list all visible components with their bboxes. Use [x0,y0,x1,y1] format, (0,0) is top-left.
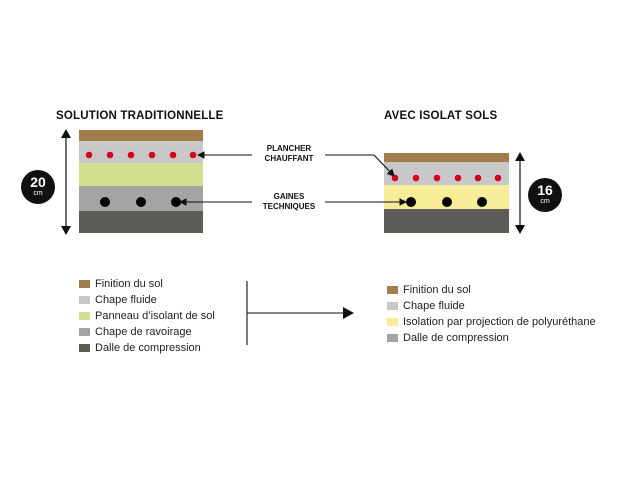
ducts-callout-line2: TECHNIQUES [262,202,316,211]
legend-label: Finition du sol [403,284,471,296]
heating-line-right [325,154,395,177]
right-layer-finition [384,153,509,162]
legend-label: Chape fluide [403,300,465,312]
left-layer-panneau-isolant [79,163,203,186]
legend-item: Dalle de compression [79,340,215,356]
heating-pipe-dot [454,174,462,182]
left-dimension-arrow [61,129,71,235]
left-layer-finition [79,130,203,141]
right-heating-pipes [391,174,502,182]
right-dimension-arrow [515,152,525,234]
right-floor-stack [384,153,509,233]
legend-item: Isolation par projection de polyuréthane [387,314,596,330]
legend-label: Chape de ravoirage [95,326,192,338]
legend-swatch [79,328,90,336]
duct-dot [442,197,452,207]
left-dimension-unit: cm [33,190,43,197]
legend-swatch [79,344,90,352]
legend-swatch [79,280,90,288]
left-title: SOLUTION TRADITIONNELLE [56,110,224,122]
legend-item: Chape fluide [79,292,215,308]
legend-label: Finition du sol [95,278,163,290]
legend-item: Panneau d’isolant de sol [79,308,215,324]
legend-label: Panneau d’isolant de sol [95,310,215,322]
left-ducts [100,197,181,207]
right-layer-chape-fluide [384,162,509,185]
legend-transition-arrow [246,281,354,345]
legend-label: Dalle de compression [95,342,201,354]
legend-item: Chape de ravoirage [79,324,215,340]
right-dimension-unit: cm [540,198,550,205]
right-dimension-value: 16 [537,182,553,198]
heating-pipe-dot [433,174,441,182]
heating-callout-label: PLANCHER CHAUFFANT [252,144,326,164]
heating-pipe-dot [169,151,177,159]
duct-dot [477,197,487,207]
legend-item: Dalle de compression [387,330,596,346]
duct-dot [406,197,416,207]
legend-item: Chape fluide [387,298,596,314]
callout-lines [178,151,408,206]
legend-label: Dalle de compression [403,332,509,344]
legend-swatch [79,312,90,320]
duct-dot [136,197,146,207]
left-dimension-badge: 20 cm [21,170,55,204]
heating-pipe-dot [494,174,502,182]
right-legend: Finition du sol Chape fluide Isolation p… [387,282,596,346]
legend-item: Finition du sol [79,276,215,292]
legend-swatch [387,302,398,310]
legend-label: Isolation par projection de polyuréthane [403,316,596,328]
heating-pipe-dot [412,174,420,182]
heating-pipe-dot [127,151,135,159]
duct-dot [171,197,181,207]
legend-item: Finition du sol [387,282,596,298]
right-ducts [406,197,487,207]
heating-pipe-dot [391,174,399,182]
heating-pipe-dot [189,151,197,159]
legend-swatch [387,286,398,294]
heating-pipe-dot [148,151,156,159]
legend-swatch [79,296,90,304]
left-heating-pipes [85,151,197,159]
ducts-callout-line1: GAINES [273,192,305,201]
heating-pipe-dot [474,174,482,182]
legend-swatch [387,318,398,326]
legend-swatch [387,334,398,342]
left-layer-dalle [79,211,203,233]
legend-label: Chape fluide [95,294,157,306]
left-layer-chape-fluide [79,141,203,163]
left-dimension-value: 20 [30,174,46,190]
heating-callout-line2: CHAUFFANT [264,154,314,163]
right-layer-dalle [384,209,509,233]
duct-dot [100,197,110,207]
right-dimension-badge: 16 cm [528,178,562,212]
heating-pipe-dot [85,151,93,159]
left-legend: Finition du sol Chape fluide Panneau d’i… [79,276,215,356]
heating-pipe-dot [106,151,114,159]
ducts-callout-label: GAINES TECHNIQUES [252,192,326,212]
right-title: AVEC ISOLAT SOLS [384,110,498,122]
heating-callout-line1: PLANCHER [266,144,312,153]
left-floor-stack [79,130,203,233]
